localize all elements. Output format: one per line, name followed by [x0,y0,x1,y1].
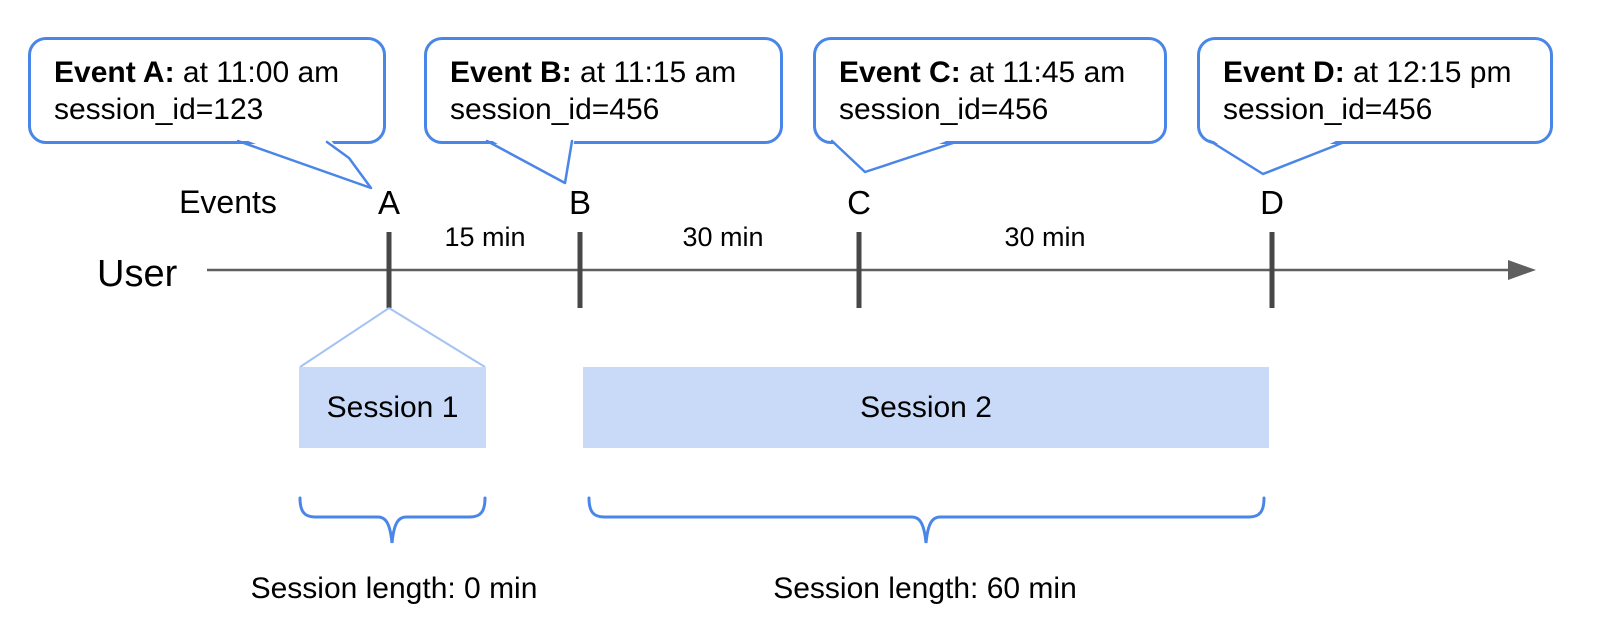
callout-event-c-title: Event C: [839,55,961,89]
callout-event-d-line1: Event D: at 12:15 pm [1223,54,1536,91]
session2-bar: Session 2 [583,367,1269,448]
session2-brace [587,496,1266,544]
callout-tail-a [236,137,373,190]
session1-length-label: Session length: 0 min [250,572,538,605]
callout-event-a-session-id: session_id=123 [54,92,264,126]
session1-bar: Session 1 [299,367,486,448]
event-marker-b: B [568,184,592,221]
callout-event-c-session-id: session_id=456 [839,92,1049,126]
session1-funnel-left-line [299,307,390,368]
callout-event-c-line1: Event C: at 11:45 am [839,54,1150,91]
callout-event-d-session-id: session_id=456 [1223,92,1433,126]
interval-c-d-label: 30 min [1004,222,1086,252]
callout-event-b-title: Event B: [450,55,572,89]
callout-event-a-title: Event A: [54,55,175,89]
user-row-label: User [97,253,178,295]
interval-a-b-label: 15 min [444,222,526,252]
events-row-label: Events [179,184,277,220]
callout-event-a: Event A: at 11:00 am session_id=123 [28,37,386,144]
session2-bar-label: Session 2 [860,390,992,424]
callout-event-b-time: at 11:15 am [580,55,737,89]
callout-event-c: Event C: at 11:45 am session_id=456 [813,37,1167,144]
event-marker-d: D [1260,184,1284,221]
callout-event-d-title: Event D: [1223,55,1345,89]
callout-event-a-line1: Event A: at 11:00 am [54,54,369,91]
interval-b-c-label: 30 min [682,222,764,252]
callout-event-c-time: at 11:45 am [969,55,1126,89]
session1-funnel-right-line [388,307,486,368]
event-marker-c: C [847,184,871,221]
callout-event-a-time: at 11:00 am [182,55,340,89]
timeline-arrowhead-icon [1508,260,1536,280]
callout-event-d-time: at 12:15 pm [1353,55,1512,89]
session1-brace [298,496,487,544]
callout-tail-b [485,137,575,185]
callout-event-d: Event D: at 12:15 pm session_id=456 [1197,37,1553,144]
event-marker-a: A [377,184,401,221]
session2-length-label: Session length: 60 min [773,572,1077,605]
callout-event-b-session-id: session_id=456 [450,92,660,126]
session1-bar-label: Session 1 [326,390,459,424]
callout-event-b-line1: Event B: at 11:15 am [450,54,766,91]
callout-event-b: Event B: at 11:15 am session_id=456 [424,37,783,144]
